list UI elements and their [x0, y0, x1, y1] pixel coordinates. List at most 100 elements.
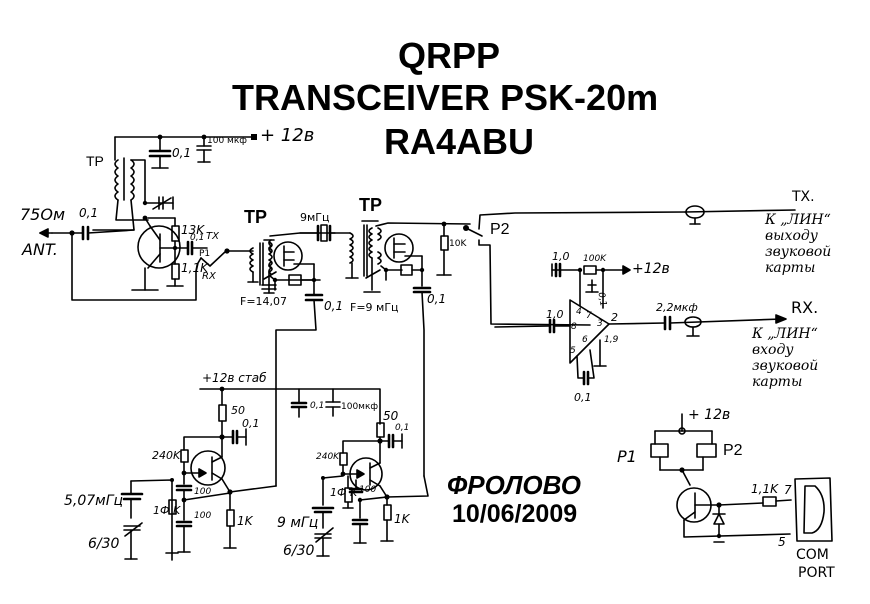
amp-pin-8: 8	[571, 322, 577, 332]
tx-output-line	[684, 205, 796, 225]
amp-feedback-cap-label: 1,0	[552, 250, 570, 263]
vfo-oscillator	[120, 388, 277, 561]
com-pin-5-label: 5	[778, 535, 786, 549]
bfo-gate-resistor-label: 240K	[316, 452, 340, 462]
vfo-bypass-cap-label: 0,1	[242, 417, 260, 430]
mixer1-fet	[269, 232, 336, 487]
ptt-supply-label: + 12в	[688, 407, 731, 423]
tx-note-line: К „ЛИН“	[765, 212, 831, 228]
amp-bypass-cap-label: 0,1	[595, 291, 608, 308]
pa-transistor	[131, 217, 181, 291]
electrolytic-label: 100 мкф	[207, 136, 247, 146]
rx-note-line: входу	[752, 342, 794, 358]
vfo-crystal-label: 5,07мГц	[64, 493, 124, 509]
rx-note-line: К „ЛИН“	[752, 326, 818, 342]
amp-pin-3: 3	[597, 319, 603, 329]
schematic-date: 10/06/2009	[452, 500, 578, 528]
tx-note-line: карты	[765, 260, 816, 276]
rx-input-note: К „ЛИН“ входу звуковой карты	[752, 326, 818, 390]
trimmer-capacitor-pa	[144, 196, 174, 210]
top-cap-label: 0,1	[172, 146, 192, 160]
relay-rx-label: RX	[202, 271, 216, 282]
rx-note-line: звуковой	[752, 358, 819, 374]
amp-bottom-cap-label: 0,1	[574, 391, 592, 404]
tx-output-label: TX.	[792, 189, 815, 205]
vfo-gate-resistor-label: 240K	[152, 449, 181, 462]
bfo-source-resistor-label: 1K	[394, 512, 410, 526]
tx-note-line: выходу	[765, 228, 818, 244]
tx-note-line: звуковой	[765, 244, 832, 260]
vfo-drain-resistor-label: 50	[231, 404, 245, 417]
load-resistor-10k	[436, 221, 452, 276]
title-line-1: QRPP	[398, 35, 501, 76]
op-amp	[494, 262, 787, 386]
main-supply-label: + 12в	[260, 125, 315, 146]
amp-input-cap-label: 1,0	[546, 308, 564, 321]
ptt-interface	[650, 413, 833, 543]
ptt-relay2-label: P2	[723, 442, 743, 459]
vfo-gate-leak-label: 1Ф K	[153, 504, 181, 517]
rx-input-label: RX.	[791, 298, 819, 317]
top-decoupling-capacitor	[148, 136, 172, 169]
antenna-impedance-label: 75Ом	[20, 205, 66, 224]
com-port-label-line1: СОМ	[796, 547, 829, 563]
load-resistor-label: 10K	[449, 239, 467, 249]
osc-decoupling-cap-label: 0,1	[310, 401, 325, 411]
bfo-bypass-cap-label: 0,1	[395, 423, 410, 433]
crystal-9mhz	[299, 224, 351, 242]
mixer1-output-cap-label: 0,1	[324, 299, 344, 313]
amp-output-cap-label: 2,2мкф	[656, 301, 698, 314]
title-callsign: RA4ABU	[384, 121, 535, 162]
relay-p2-contacts	[463, 211, 686, 326]
bfo-cap-upper-label: 100	[359, 485, 377, 495]
ptt-relay1-label: P1	[617, 447, 637, 466]
osc-electrolytic-label: 100мкф	[341, 402, 379, 412]
ptt-resistor-label: 1,1K	[751, 482, 778, 496]
bfo-oscillator	[311, 422, 429, 557]
amp-pin-4: 4	[576, 307, 582, 317]
mixer2-output-cap-label: 0,1	[427, 292, 447, 306]
amp-feedback-resistor-label: 100K	[583, 254, 607, 264]
antenna-input	[39, 225, 135, 241]
author-town: ФРОЛОВО	[447, 470, 581, 500]
bfo-trimmer-label: 6/30	[283, 543, 315, 559]
stabilized-supply-label: +12в стаб	[202, 371, 267, 385]
antenna-label: ANT.	[22, 240, 58, 259]
crystal-filter-label: 9мГц	[300, 211, 330, 224]
bias-lower-resistor-label: 1,1K	[181, 261, 208, 275]
vfo-cap-upper-label: 100	[194, 487, 212, 497]
amp-pin-5: 5	[570, 346, 576, 356]
amp-pin-6: 6	[582, 335, 588, 345]
electrolytic-capacitor	[196, 136, 212, 163]
com-pin-7-label: 7	[784, 483, 792, 497]
bfo-gate-leak-label: 1Ф K	[330, 486, 358, 499]
output-transformer-label: TP	[86, 153, 104, 169]
relay-cap-label: 0,1	[190, 233, 205, 243]
bias-network	[166, 217, 184, 287]
relay-p1-label: P1	[199, 249, 211, 259]
amp-pin-2: 2	[611, 311, 618, 324]
bias-upper-resistor-label: 13K	[181, 223, 205, 237]
amp-pin-1-9: 1,9	[604, 335, 619, 345]
amp-pin-7: 7	[586, 311, 592, 321]
bfo-drain-resistor-label: 50	[383, 409, 399, 423]
vfo-cap-lower-label: 100	[194, 511, 212, 521]
mixer1-transformer-label: TP	[244, 207, 268, 227]
mixer2-fet	[380, 233, 432, 477]
mixer2-frequency-label: F=9 мГц	[350, 301, 399, 314]
vfo-source-resistor-label: 1K	[237, 514, 253, 528]
title-line-2: TRANSCEIVER PSK-20m	[232, 77, 659, 118]
vfo-trimmer-label: 6/30	[88, 536, 120, 552]
antenna-coupling-cap-label: 0,1	[79, 206, 99, 220]
mixer1-transformer	[226, 239, 277, 294]
bfo-crystal-label: 9 мГц	[277, 515, 319, 531]
amp-supply-label: +12в	[632, 261, 670, 277]
tx-output-note: К „ЛИН“ выходу звуковой карты	[765, 212, 831, 276]
relay-p1-contacts	[71, 232, 230, 301]
mixer2-transformer-label: TP	[359, 195, 383, 215]
mixer1-frequency-label: F=14,07	[240, 295, 288, 308]
relay-p2-label: P2	[490, 221, 510, 238]
relay-tx-label: TX	[206, 231, 219, 242]
rx-note-line: карты	[752, 374, 803, 390]
